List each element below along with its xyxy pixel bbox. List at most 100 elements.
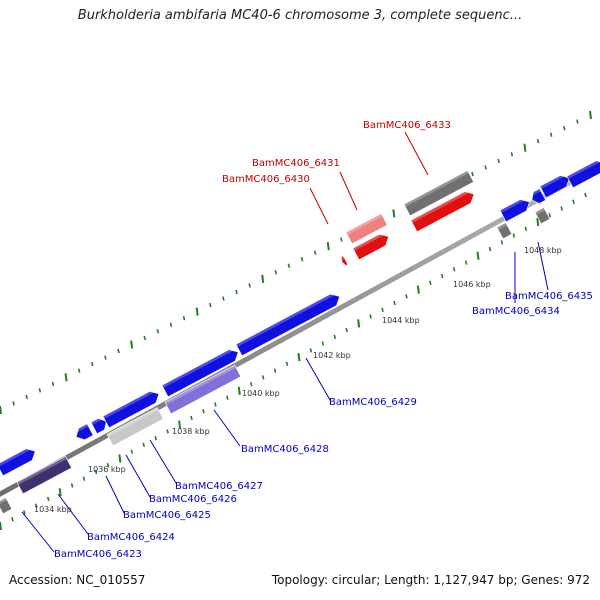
upper-tick-mark	[209, 302, 212, 308]
upper-tick-mark	[25, 394, 28, 400]
lower-tick-mark	[393, 300, 396, 306]
gene-gray-shape	[403, 170, 475, 217]
callout-line	[404, 131, 429, 176]
lower-tick-mark	[476, 251, 480, 260]
lower-tick-mark	[524, 226, 528, 231]
gene-label: BamMC406_6434	[472, 306, 560, 317]
scale-label: 1042 kbp	[313, 351, 351, 360]
callout-line	[105, 475, 125, 514]
lower-tick-mark	[416, 285, 420, 294]
lower-tick-mark	[560, 206, 563, 211]
lower-tick-mark	[130, 449, 134, 454]
lower-tick-mark	[94, 469, 98, 475]
lower-tick-mark	[321, 341, 325, 346]
gene-6424-shape	[16, 456, 73, 495]
upper-tick-mark	[156, 329, 160, 334]
gene-forward-shape	[0, 448, 36, 477]
gene-6430-shape	[340, 255, 349, 267]
gene-forward-shape	[235, 293, 341, 357]
lower-tick-mark	[440, 273, 444, 279]
gene-6435	[534, 207, 551, 225]
gene-6424-highlight	[16, 456, 67, 485]
upper-tick-mark	[51, 381, 55, 386]
scale-label: 1034 kbp	[34, 505, 72, 514]
lower-tick-mark	[357, 319, 361, 328]
upper-tick-mark	[326, 241, 330, 251]
gene-forward-shape	[90, 417, 107, 435]
lower-tick-mark	[488, 246, 492, 252]
gene-forward	[90, 415, 107, 435]
lower-tick-mark	[202, 408, 205, 414]
upper-tick-mark	[130, 340, 134, 349]
gene-6428-shape	[164, 364, 242, 415]
upper-tick-mark	[222, 296, 225, 301]
gene-6426-highlight	[106, 407, 159, 437]
gene-6430	[339, 255, 349, 267]
lower-tick-mark	[11, 517, 14, 522]
lower-tick-mark	[309, 348, 313, 353]
upper-tick-mark	[523, 143, 527, 152]
gene-gray-highlight	[403, 170, 469, 207]
lower-tick-mark	[106, 463, 110, 468]
gene-label: BamMC406_6428	[241, 444, 329, 455]
upper-tick-mark	[248, 283, 251, 288]
upper-tick-mark	[117, 348, 120, 354]
gene-forward-highlight	[161, 346, 237, 388]
gene-6431-shape	[345, 213, 388, 245]
upper-tick-mark	[313, 250, 317, 255]
lower-tick-mark	[214, 402, 217, 407]
upper-tick-mark	[261, 274, 265, 284]
lower-tick-mark	[118, 454, 122, 463]
gene-label: BamMC406_6424	[87, 532, 175, 543]
callout-line	[125, 454, 151, 498]
gene-forward-shape	[566, 160, 600, 189]
lower-tick-mark	[345, 327, 349, 333]
callout-line	[57, 493, 89, 535]
gene-label: BamMC406_6430	[222, 174, 310, 185]
gene-forward-highlight	[72, 423, 89, 434]
gene-6431-highlight	[345, 213, 383, 235]
gene-6426	[106, 407, 164, 447]
gene-forward-highlight	[0, 445, 34, 467]
lower-tick-mark	[512, 233, 516, 238]
gene-label: BamMC406_6426	[149, 494, 237, 505]
gene-6434	[496, 222, 513, 240]
upper-tick-mark	[195, 307, 199, 316]
lower-tick-mark	[273, 368, 277, 373]
gene-forward-highlight	[539, 172, 568, 189]
callout-line	[21, 511, 55, 553]
upper-tick-mark	[91, 361, 94, 367]
upper-tick-mark	[77, 368, 81, 373]
gene-label: BamMC406_6425	[123, 510, 211, 521]
gene-6431	[345, 213, 388, 245]
gene-forward-shape	[75, 423, 94, 441]
lower-tick-mark	[536, 217, 540, 227]
upper-tick-mark	[287, 263, 291, 268]
gene-6426-shape	[106, 407, 164, 447]
upper-tick-mark	[392, 209, 396, 218]
gene-6428-highlight	[164, 365, 237, 405]
gene-forward	[161, 346, 239, 398]
upper-tick-mark	[471, 171, 474, 177]
lower-tick-mark	[249, 381, 253, 387]
gene-forward-shape	[531, 188, 547, 204]
lower-tick-mark	[500, 240, 504, 245]
lower-tick-mark	[58, 488, 62, 497]
scale-label: 1044 kbp	[382, 316, 420, 325]
upper-tick-mark	[169, 322, 173, 327]
gene-forward-highlight	[528, 188, 541, 197]
gene-6428	[164, 364, 242, 415]
gene-forward-highlight	[499, 196, 528, 213]
gene-forward	[235, 290, 341, 357]
lower-tick-mark	[464, 260, 468, 265]
upper-tick-mark	[300, 257, 304, 262]
gene-6433-shape	[410, 191, 475, 233]
gene-forward-highlight	[235, 290, 339, 347]
upper-tick-mark	[143, 335, 146, 341]
gene-label: BamMC406_6431	[252, 158, 340, 169]
scale-label: 1038 kbp	[172, 427, 210, 436]
gene-gray	[403, 170, 475, 217]
lower-tick-mark	[452, 267, 456, 272]
gene-6433-highlight	[410, 188, 473, 223]
gene-gray	[0, 497, 13, 515]
